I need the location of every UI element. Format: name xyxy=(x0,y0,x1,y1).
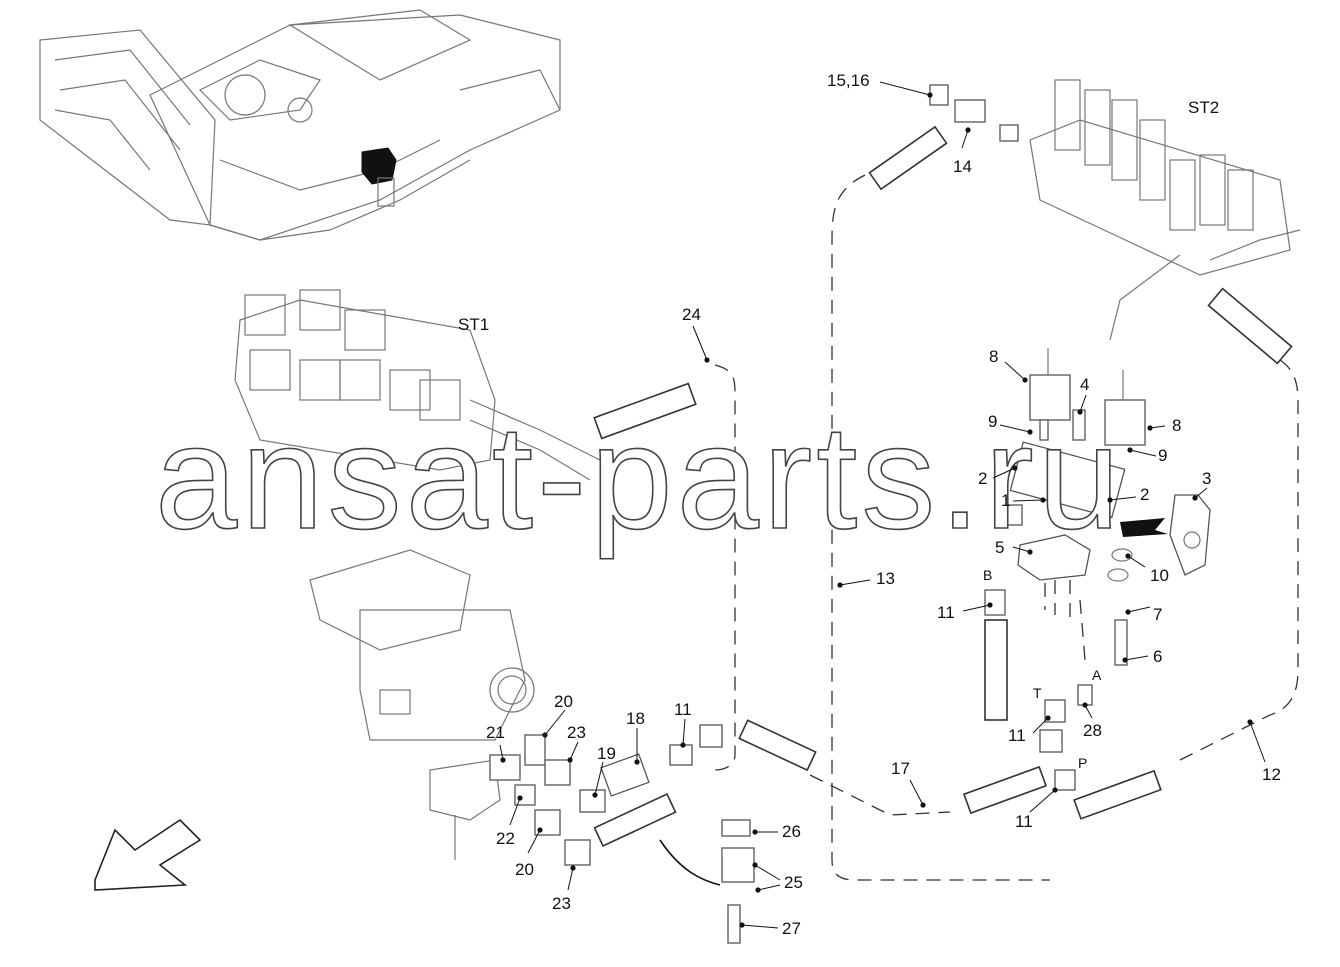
callout-25: 25 xyxy=(784,873,803,892)
callout-10: 10 xyxy=(1150,566,1169,585)
port-t-label: T xyxy=(1033,685,1042,701)
callout-21: 21 xyxy=(486,723,505,742)
callout-23-top: 23 xyxy=(567,723,586,742)
callout-22: 22 xyxy=(496,829,515,848)
callout-15-16: 15,16 xyxy=(827,71,870,90)
callout-12: 12 xyxy=(1262,765,1281,784)
callout-19: 19 xyxy=(597,744,616,763)
callout-9-right: 9 xyxy=(1158,446,1167,465)
callout-20-top: 20 xyxy=(554,692,573,711)
pump-assembly-illustration xyxy=(309,549,535,860)
callout-numbers: 24 15,16 14 8 4 9 8 9 2 2 1 3 5 10 13 7 … xyxy=(486,71,1281,938)
callout-18: 18 xyxy=(626,709,645,728)
callout-17: 17 xyxy=(891,759,910,778)
watermark-text: ansat-parts.ru xyxy=(155,395,1124,560)
callout-2-left: 2 xyxy=(978,469,987,488)
callout-24: 24 xyxy=(682,305,701,324)
leader-lines xyxy=(499,81,1266,929)
callout-5: 5 xyxy=(995,538,1004,557)
port-p-label: P xyxy=(1078,755,1087,771)
fittings-right-group xyxy=(929,84,1093,791)
callout-26: 26 xyxy=(782,822,801,841)
solenoid-valve-assembly xyxy=(999,348,1211,666)
callout-11-b: 11 xyxy=(937,603,955,622)
callout-27: 27 xyxy=(782,919,801,938)
callout-23-bottom: 23 xyxy=(552,894,571,913)
st1-valve-block-illustration xyxy=(234,289,601,481)
callout-9-left: 9 xyxy=(988,412,997,431)
machine-overview-illustration xyxy=(39,9,561,241)
callout-4: 4 xyxy=(1080,375,1089,394)
callout-13: 13 xyxy=(876,569,895,588)
callout-11-left: 11 xyxy=(674,700,692,719)
callout-3: 3 xyxy=(1202,469,1211,488)
port-b-label: B xyxy=(983,567,992,583)
callout-14: 14 xyxy=(953,157,972,176)
st2-label: ST2 xyxy=(1188,98,1219,117)
st2-valve-block-illustration xyxy=(1029,79,1301,341)
callout-7: 7 xyxy=(1153,605,1162,624)
hoses xyxy=(593,125,1293,886)
callout-11-p: 11 xyxy=(1015,812,1033,831)
st1-label: ST1 xyxy=(458,315,489,334)
callout-8-right: 8 xyxy=(1172,416,1181,435)
fittings-group xyxy=(94,724,755,944)
callout-2-right: 2 xyxy=(1140,485,1149,504)
callout-6: 6 xyxy=(1153,647,1162,666)
callout-1: 1 xyxy=(1001,491,1010,510)
callout-28: 28 xyxy=(1083,721,1102,740)
callout-11-t: 11 xyxy=(1008,726,1026,745)
callout-8-left: 8 xyxy=(989,347,998,366)
callout-20-bottom: 20 xyxy=(515,860,534,879)
port-a-label: A xyxy=(1092,667,1102,683)
